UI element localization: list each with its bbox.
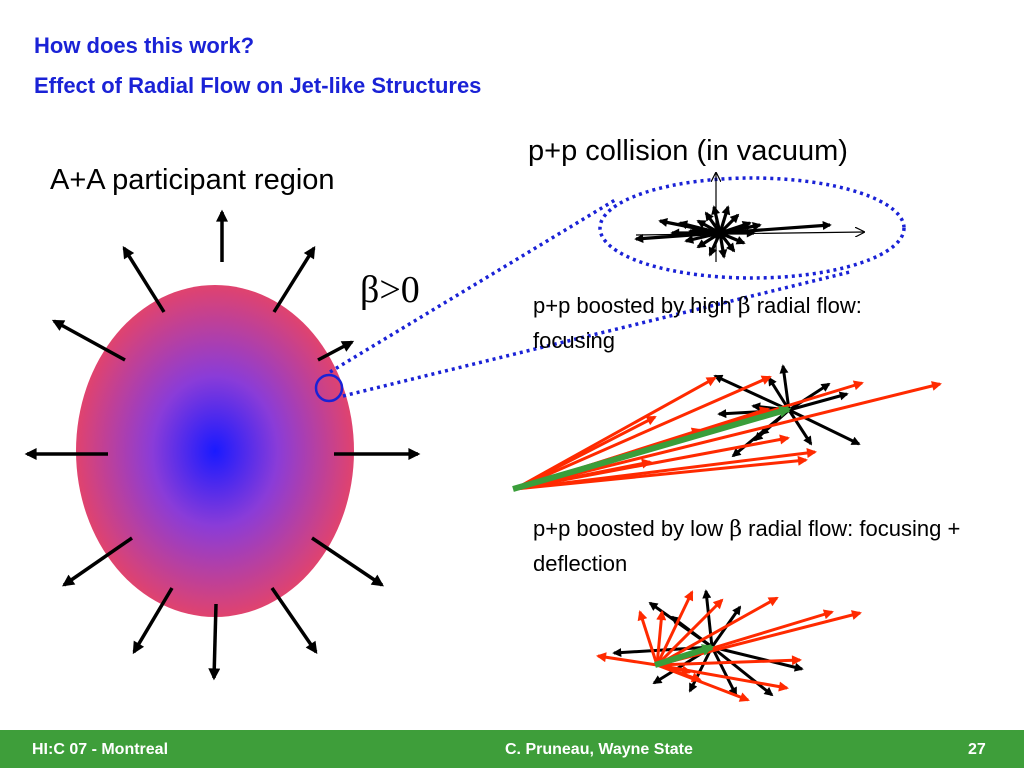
beta-condition-value: >0 <box>379 269 420 311</box>
radial-flow-arrow <box>208 603 221 681</box>
high-beta-caption-prefix: p+p boosted by high <box>533 293 738 318</box>
low-beta-black-arrow <box>710 646 738 697</box>
low-beta-red-arrow <box>655 590 694 666</box>
high-beta-jet-axis-arrow <box>512 405 792 492</box>
low-beta-caption-prefix: p+p boosted by low <box>533 516 730 541</box>
high-beta-black-arrow <box>788 382 831 412</box>
radial-flow-arrow <box>317 340 355 362</box>
low-beta-red-arrow <box>655 610 667 666</box>
low-beta-black-arrow <box>711 645 774 697</box>
pp-collision-ellipse <box>598 176 906 280</box>
low-beta-caption: p+p boosted by low β radial flow: focusi… <box>533 512 973 581</box>
high-beta-black-arrow <box>787 409 813 446</box>
radial-flow-arrows <box>24 209 421 681</box>
vacuum-jet-arrow <box>711 205 722 234</box>
low-beta-red-arrow <box>656 655 802 667</box>
low-beta-caption-suffix: radial flow: focusing + deflection <box>533 516 961 576</box>
high-beta-red-arrow <box>514 415 657 491</box>
vacuum-jet-arrow <box>718 232 736 253</box>
footer-page-number: 27 <box>968 741 986 758</box>
high-beta-red-arrow <box>514 375 772 491</box>
participant-region-ellipse <box>76 285 354 617</box>
radial-flow-arrow <box>122 245 166 313</box>
vacuum-jet-arrow <box>678 220 721 235</box>
low-beta-red-arrow <box>656 596 779 667</box>
pp-axes <box>635 173 864 262</box>
vacuum-jet-arrow <box>708 232 722 257</box>
jet-source-circle <box>314 373 344 403</box>
vacuum-jet-arrow <box>719 221 832 235</box>
slide-subtitle: How does this work? <box>34 33 255 58</box>
vacuum-jet-arrow <box>718 205 731 234</box>
slide-title: Effect of Radial Flow on Jet-like Struct… <box>34 73 482 98</box>
low-beta-red-arrow <box>656 663 750 702</box>
low-beta-caption-beta: β <box>729 517 743 542</box>
high-beta-caption-beta: β <box>737 294 751 319</box>
low-beta-red-arrow <box>655 598 724 667</box>
high-beta-red-arrow <box>514 455 808 491</box>
low-beta-black-arrow <box>702 589 714 648</box>
aa-region-label: A+A participant region <box>50 164 335 196</box>
vacuum-jet-arrow <box>718 232 728 259</box>
radial-flow-arrow <box>51 319 126 362</box>
low-beta-red-arrow <box>637 610 659 666</box>
radial-flow-arrow <box>132 587 174 655</box>
vacuum-jet-arrows <box>634 205 832 259</box>
vacuum-jet-arrow <box>718 213 740 235</box>
high-beta-black-arrow <box>731 408 790 458</box>
high-beta-black-arrow <box>779 364 791 411</box>
high-beta-red-arrow <box>514 381 942 491</box>
high-beta-black-arrow <box>788 391 849 412</box>
high-beta-caption: p+p boosted by high β radial flow: focus… <box>533 289 933 358</box>
high-beta-black-arrow <box>767 376 791 411</box>
low-beta-black-arrows <box>612 589 804 697</box>
radial-flow-arrow <box>272 245 316 313</box>
high-beta-black-arrow <box>713 374 790 412</box>
radial-flow-arrow <box>62 536 133 587</box>
high-beta-caption-suffix: radial flow: focusing <box>533 293 862 353</box>
footer-bar: HI:C 07 - Montreal C. Pruneau, Wayne Sta… <box>0 730 1024 768</box>
high-beta-black-arrow <box>788 408 861 446</box>
footer-author: C. Pruneau, Wayne State <box>505 741 693 758</box>
low-beta-jet-axis-arrow <box>654 644 715 668</box>
vacuum-jet-arrow <box>634 231 721 243</box>
radial-flow-arrow <box>270 587 318 654</box>
vacuum-jet-arrow <box>719 231 746 245</box>
radial-flow-diagram <box>24 0 942 702</box>
beta-symbol: β <box>360 269 380 311</box>
beta-condition-label: β>0 <box>360 268 420 312</box>
zoom-connector <box>329 176 906 398</box>
pp-collision-label: p+p collision (in vacuum) <box>528 135 848 167</box>
footer-conference: HI:C 07 - Montreal <box>32 741 169 758</box>
low-beta-black-arrow <box>711 645 804 672</box>
low-beta-red-arrow <box>596 652 658 667</box>
radial-flow-arrow <box>311 536 384 587</box>
